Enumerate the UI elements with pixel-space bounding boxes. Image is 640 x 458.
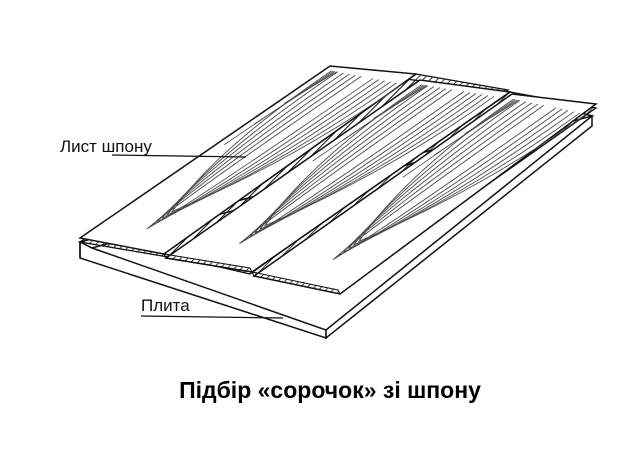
grain-line [263,84,495,227]
wood-grain-pattern [146,70,587,260]
grain-line [337,103,563,257]
grain-line [332,105,557,260]
veneer-sheet-leader [111,154,247,158]
grain-line [254,86,483,234]
grain-line [464,99,520,135]
grain-line [244,88,471,241]
veneer-strips [78,65,598,295]
grain-line [352,99,581,247]
grain-line [146,75,374,230]
grain-line [373,85,428,119]
grain-line [348,101,575,250]
diagram-caption: Підбір «сорочок» зі шпону [179,377,481,403]
grain-line [170,70,403,213]
grain-line [284,71,337,104]
board-callout: Плита [140,296,284,319]
grain-line [249,87,477,237]
grain-line [161,72,391,219]
grain-line [239,89,465,245]
board-leader [140,315,284,319]
grain-line [254,71,336,125]
grain-line [165,71,397,217]
grain-line [343,102,569,253]
board-label: Плита [141,296,190,315]
veneer-sheet-callout: Лист шпону [60,137,247,158]
veneer-edge-hatching [163,253,341,295]
grain-line [342,84,426,141]
grain-line [357,98,587,243]
grain-line [259,85,489,230]
grain-line [156,73,385,223]
veneer-sheet-label: Лист шпону [60,137,152,156]
grain-line [151,74,380,226]
grain-line [433,99,518,156]
